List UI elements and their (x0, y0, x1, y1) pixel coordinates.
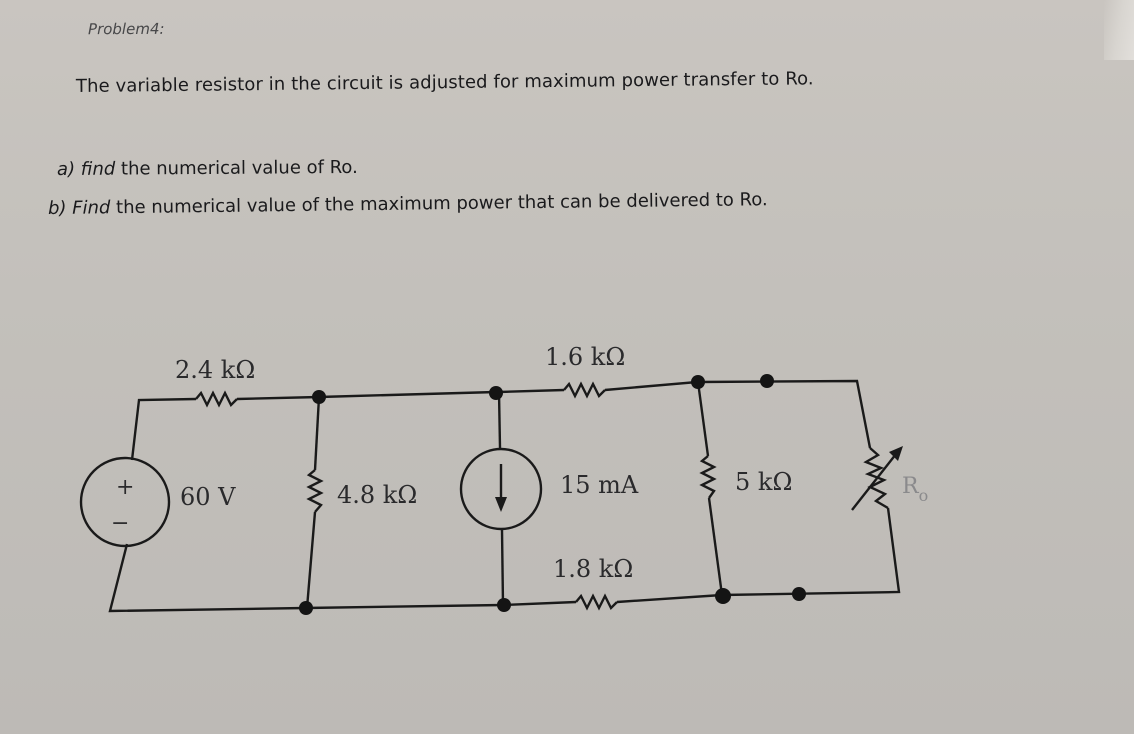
voltage-source-plus: + (116, 475, 134, 500)
node-bottom-1 (299, 601, 313, 615)
wire-top-middle (318, 390, 497, 399)
node-terminal-b (792, 587, 806, 601)
current-source (459, 391, 543, 606)
resistor-2.4k-label: 2.4 kΩ (175, 356, 255, 384)
node-top-3 (691, 375, 705, 389)
resistor-5k-label: 5 kΩ (735, 468, 792, 496)
voltage-source-minus: − (111, 511, 129, 536)
resistor-4.8k (305, 396, 324, 609)
current-source-label: 15 mA (560, 471, 639, 499)
wire-bottom-middle (304, 603, 504, 610)
voltage-source-label: 60 V (180, 483, 236, 511)
resistor-5k (696, 381, 724, 596)
wire-left-top (130, 390, 320, 461)
arrow-down-icon (495, 497, 507, 512)
variable-arrow-icon (889, 446, 903, 461)
node-terminal-a (760, 374, 774, 388)
node-bottom-2 (497, 598, 511, 612)
wire-left-bottom (108, 543, 306, 613)
nodes (299, 374, 806, 615)
node-top-1 (312, 390, 326, 404)
resistor-1.6k-label: 1.6 kΩ (545, 343, 625, 371)
node-top-2 (489, 386, 503, 400)
resistor-1.8k-label: 1.8 kΩ (553, 555, 633, 583)
variable-resistor-ro (851, 446, 903, 511)
node-bottom-3 (715, 588, 731, 604)
ro-label: Ro (902, 474, 928, 505)
wire-right-bottom (721, 507, 901, 597)
paper-edge (1104, 0, 1134, 60)
resistor-1.6k (498, 380, 698, 399)
wire-right-top (697, 379, 872, 449)
voltage-source: + − (79, 456, 171, 548)
resistor-4.8k-label: 4.8 kΩ (337, 481, 417, 509)
resistor-1.8k (502, 593, 723, 611)
